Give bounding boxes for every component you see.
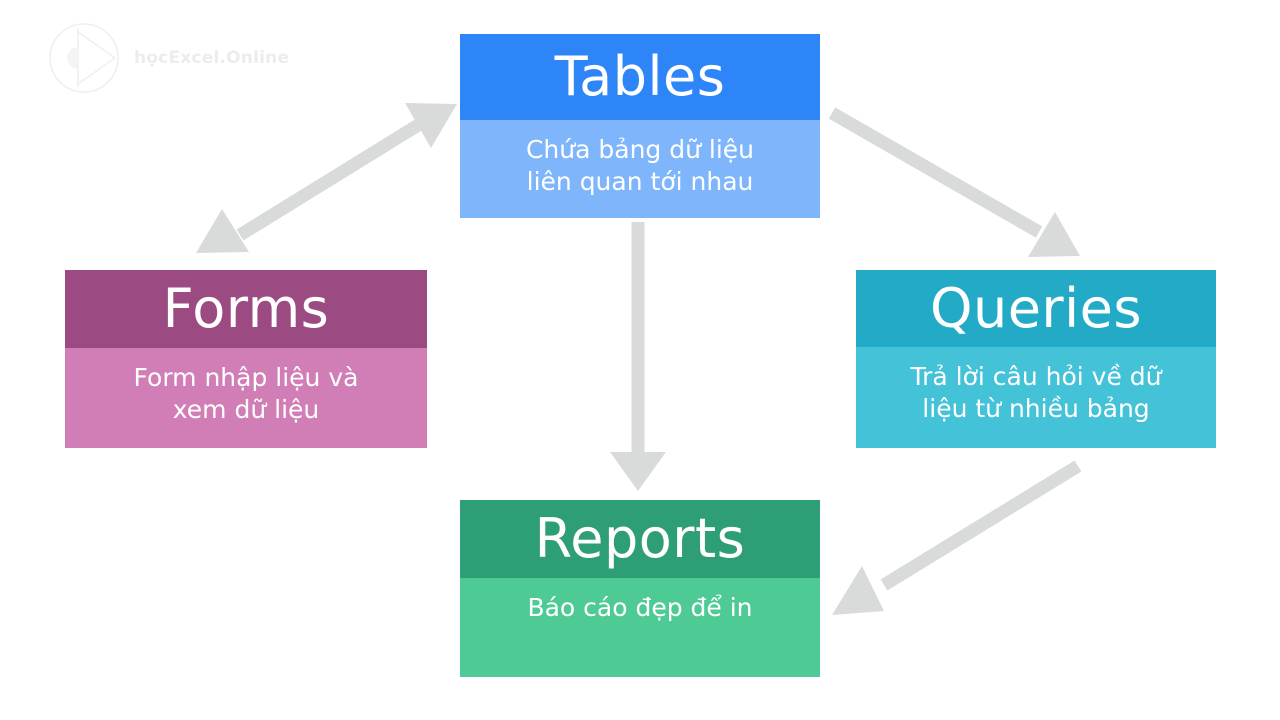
- arrowhead-to-forms: [196, 209, 249, 253]
- connector-tables-forms: [196, 103, 457, 253]
- node-forms-header: Forms: [65, 270, 427, 348]
- node-reports-body: Báo cáo đẹp để in: [460, 578, 820, 677]
- node-reports-title: Reports: [534, 507, 746, 570]
- node-queries-header: Queries: [856, 270, 1216, 347]
- node-tables-body: Chứa bảng dữ liệu liên quan tới nhau: [460, 120, 820, 218]
- node-tables-title: Tables: [554, 45, 726, 108]
- watermark: họcExcel.Online: [48, 22, 289, 94]
- node-tables-description: Chứa bảng dữ liệu liên quan tới nhau: [525, 135, 755, 196]
- node-reports-header: Reports: [460, 500, 820, 578]
- node-tables[interactable]: Tables Chứa bảng dữ liệu liên quan tới n…: [460, 34, 820, 218]
- node-forms-body: Form nhập liệu và xem dữ liệu: [65, 348, 427, 448]
- node-reports[interactable]: Reports Báo cáo đẹp để in: [460, 500, 820, 677]
- node-queries-description: Trả lời câu hỏi về dữ liệu từ nhiều bảng: [910, 362, 1162, 423]
- connector-tables-reports: [610, 222, 666, 491]
- arrowhead-to-reports: [610, 452, 666, 491]
- node-forms-title: Forms: [162, 277, 330, 340]
- connector-tables-queries: [828, 107, 1080, 257]
- node-forms[interactable]: Forms Form nhập liệu và xem dữ liệu: [65, 270, 427, 448]
- arrowhead-to-queries: [1028, 212, 1080, 257]
- node-queries-title: Queries: [929, 276, 1142, 340]
- node-queries-body: Trả lời câu hỏi về dữ liệu từ nhiều bảng: [856, 347, 1216, 448]
- circle-play-logo-icon: [49, 23, 119, 93]
- connector-queries-reports: [832, 460, 1082, 615]
- node-reports-description: Báo cáo đẹp để in: [527, 593, 753, 622]
- node-queries[interactable]: Queries Trả lời câu hỏi về dữ liệu từ nh…: [856, 270, 1216, 448]
- arrowhead-to-tables: [405, 103, 457, 148]
- watermark-text: họcExcel.Online: [134, 48, 290, 68]
- arrowhead-reports-from-queries: [832, 566, 884, 615]
- node-forms-description: Form nhập liệu và xem dữ liệu: [133, 363, 359, 424]
- node-tables-header: Tables: [460, 34, 820, 120]
